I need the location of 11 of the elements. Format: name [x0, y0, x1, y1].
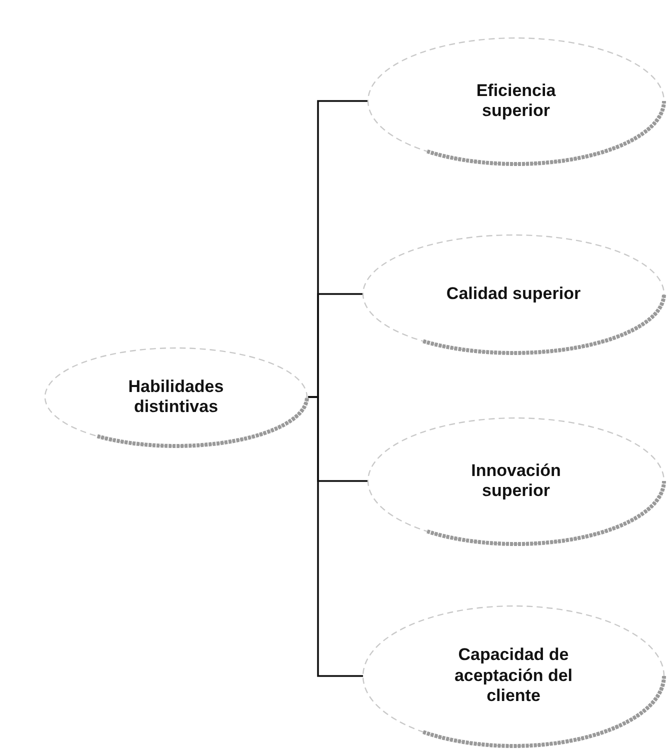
node-label: Calidad superior — [445, 284, 582, 304]
node-label: Eficiencia superior — [475, 80, 557, 122]
node-label: Innovación superior — [470, 460, 562, 502]
node-label: Capacidad de aceptación del cliente — [453, 645, 574, 707]
ellipse-node — [360, 232, 667, 356]
ellipse-node — [365, 35, 667, 167]
ellipse-node — [42, 345, 310, 449]
ellipse-node — [360, 603, 667, 749]
ellipse-node — [365, 415, 667, 547]
connector-line — [308, 396, 364, 677]
node-label: Habilidades distintivas — [127, 376, 225, 418]
